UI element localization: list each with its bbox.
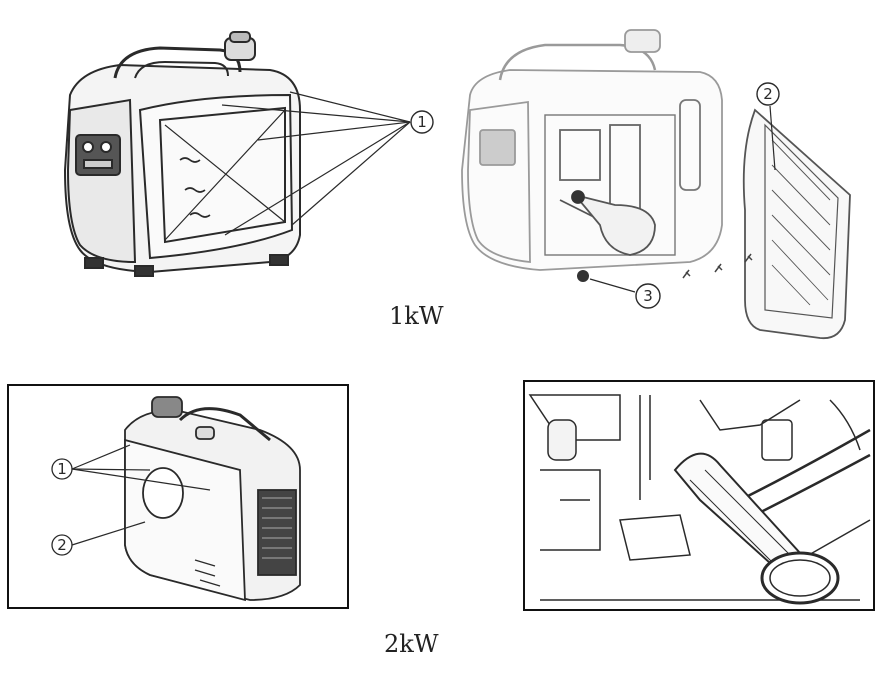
- generator-2kw-icon: [124, 396, 301, 602]
- side-panel: [742, 108, 851, 340]
- callout-1-top: 1: [410, 110, 434, 134]
- svg-text:2: 2: [763, 85, 773, 103]
- callout-1-leaders: [221, 91, 411, 236]
- caption-2kw: 2kW: [384, 630, 439, 658]
- svg-text:1: 1: [417, 113, 427, 131]
- callout-2-top: 2: [756, 82, 780, 171]
- intake-closeup-icon: [528, 394, 871, 605]
- caption-1kw: 1kW: [389, 302, 444, 330]
- svg-text:2: 2: [57, 536, 67, 554]
- svg-text:3: 3: [643, 287, 653, 305]
- nut: [577, 270, 636, 293]
- callout-1-bottom-leaders: [71, 444, 211, 546]
- callout-1-bottom: 1: [51, 458, 73, 480]
- generator-1kw-icon: [63, 31, 301, 277]
- callout-2-bottom: 2: [51, 534, 73, 556]
- screws: [682, 253, 753, 279]
- generator-exploded-icon: [461, 29, 723, 271]
- svg-text:1: 1: [57, 460, 67, 478]
- callout-3: 3: [635, 283, 661, 309]
